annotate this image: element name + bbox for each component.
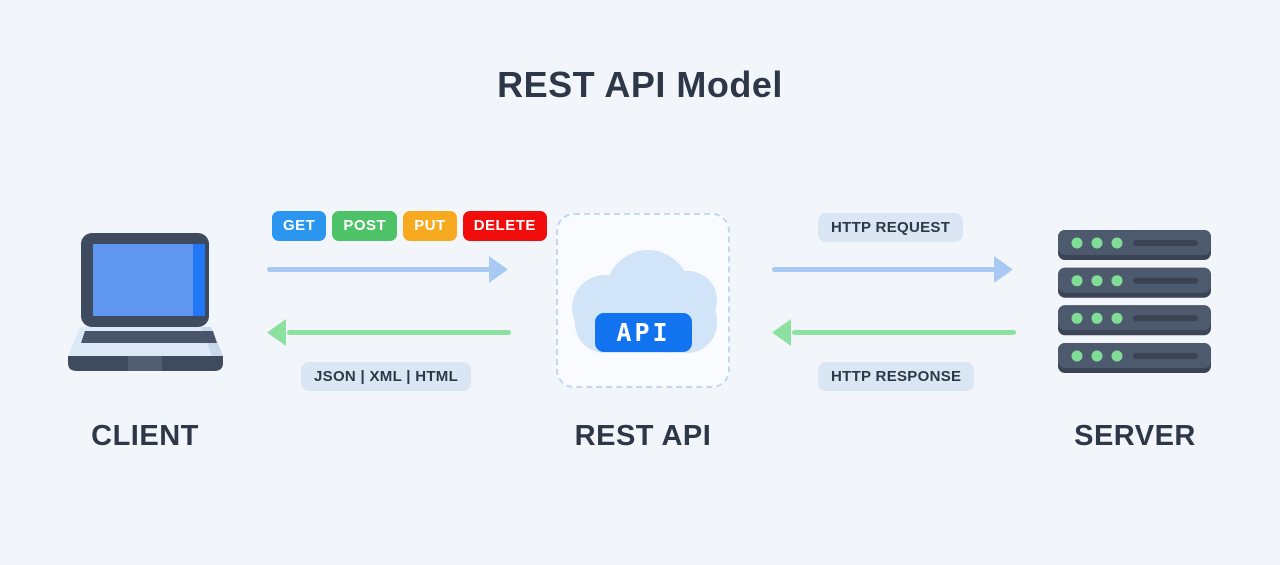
server-rack-unit (1058, 343, 1211, 373)
server-response-arrow-line (792, 330, 1016, 335)
method-badge-delete: DELETE (462, 211, 547, 241)
client-request-arrow-head (489, 256, 508, 283)
client-response-arrow-line (287, 330, 511, 335)
rest-api-label: REST API (574, 420, 712, 452)
http-request-pill: HTTP REQUEST (818, 213, 964, 242)
laptop-notch (128, 356, 162, 371)
client-request-arrow-line (267, 267, 491, 272)
server-response-arrow-head (772, 319, 791, 346)
server-request-arrow-head (994, 256, 1013, 283)
laptop-icon (68, 233, 223, 371)
server-rack-unit (1058, 305, 1211, 336)
method-badge-post: POST (332, 211, 398, 241)
method-badge-get: GET (272, 211, 327, 241)
server-request-arrow-line (772, 267, 996, 272)
method-badge-put: PUT (403, 211, 457, 241)
laptop-screen (93, 244, 193, 316)
api-badge: API (595, 313, 692, 352)
page-title: REST API Model (497, 64, 783, 105)
laptop-screen-highlight (193, 244, 205, 316)
response-formats-pill: JSON | XML | HTML (301, 362, 472, 391)
server-rack-icon (1058, 230, 1211, 373)
laptop-keyboard (81, 331, 217, 343)
client-label: CLIENT (91, 420, 199, 452)
client-response-arrow-head (267, 319, 286, 346)
http-response-pill: HTTP RESPONSE (818, 362, 975, 391)
server-rack-unit (1058, 267, 1211, 298)
server-rack-unit (1058, 230, 1211, 260)
server-label: SERVER (1074, 420, 1196, 452)
http-methods-row: GET POST PUT DELETE (272, 211, 547, 241)
